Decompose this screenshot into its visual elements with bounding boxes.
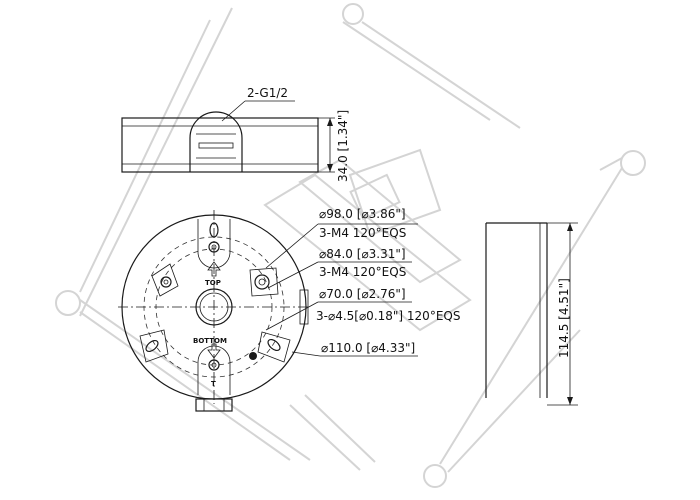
dim-diameter-110: ⌀110.0 [⌀4.33"] <box>321 341 415 355</box>
port-plug <box>189 111 243 172</box>
mounting-lug-left-lower <box>139 329 169 363</box>
dim-holes-4-5: 3-⌀4.5[⌀0.18"] 120°EQS <box>316 309 460 323</box>
mounting-lug-right-lower <box>257 331 291 363</box>
mounting-lug-right-upper <box>249 267 279 297</box>
mounting-lug-bottom <box>197 345 231 395</box>
dim-outer-diameter-98: ⌀98.0 [⌀3.86"] <box>319 207 406 221</box>
port-label: 2-G1/2 <box>247 86 288 100</box>
side-height-label: 34.0 [1.34"] <box>336 110 350 182</box>
mounting-lug-left-upper <box>151 263 179 297</box>
top-view-dimensions: ⌀98.0 [⌀3.86"] 3-M4 120°EQS ⌀84.0 [⌀3.31… <box>265 207 460 357</box>
side-view: 2-G1/2 34.0 [1.34"] <box>121 86 350 182</box>
section-view: 114.5 [4.51"] <box>485 222 578 406</box>
dim-diameter-84: ⌀84.0 [⌀3.31"] <box>319 247 406 261</box>
watermark-logo <box>55 3 646 488</box>
top-view: TOP BOTTOM T <box>118 210 310 412</box>
section-height-label: 114.5 [4.51"] <box>557 278 571 358</box>
mounting-lug-top <box>197 219 231 269</box>
dim-m4-84: 3-M4 120°EQS <box>319 265 406 279</box>
dim-diameter-70: ⌀70.0 [⌀2.76"] <box>319 287 406 301</box>
bottom-marker-text: BOTTOM <box>193 337 227 345</box>
side-view-body <box>121 117 319 173</box>
t-marker-text: T <box>211 380 216 388</box>
top-marker-text: TOP <box>205 279 221 287</box>
dim-m4-98: 3-M4 120°EQS <box>319 226 406 240</box>
